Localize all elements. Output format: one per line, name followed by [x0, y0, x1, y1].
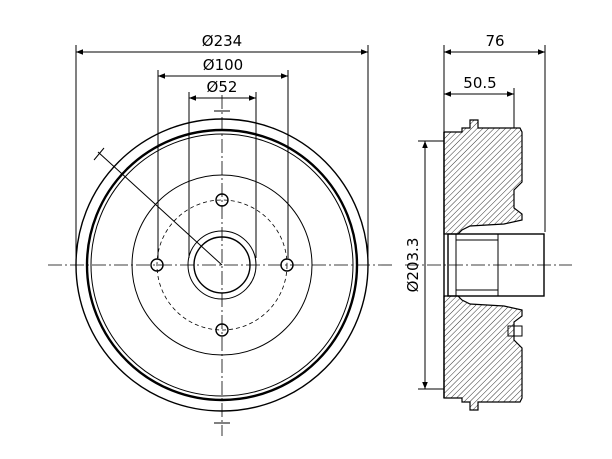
bolt-hole [280, 258, 294, 272]
dimension-overall-width: 76 [443, 32, 546, 232]
dimension-inner-diameter: Ø203.3 [404, 140, 444, 390]
bolt-circle-label: Ø100 [203, 56, 243, 74]
bolt-hole [150, 258, 164, 272]
drum-rim-inner-circle [90, 133, 354, 397]
hub-width-label: 50.5 [463, 74, 496, 92]
dimension-outer-diameter: Ø234 [75, 32, 369, 258]
drum-section-lower [443, 295, 523, 411]
drum-lug [507, 325, 523, 337]
hub-outer-circle [187, 230, 257, 300]
dimension-hub-width: 50.5 [444, 74, 515, 128]
drum-rim-circle [85, 128, 359, 402]
inner-diameter-label: Ø203.3 [404, 238, 422, 293]
bolt-pitch-circle [156, 199, 288, 331]
side-view: 76 50.5 Ø203.3 [404, 32, 572, 411]
center-bore-circle [193, 236, 251, 294]
drum-face-circle [131, 174, 313, 356]
front-diagonal-leader [97, 151, 223, 266]
drum-outer-circle [75, 118, 369, 412]
bolt-hole [215, 323, 229, 337]
drum-section-upper [443, 119, 523, 235]
bolt-holes [150, 193, 294, 337]
center-bore-label: Ø52 [207, 78, 238, 96]
overall-width-label: 76 [485, 32, 504, 50]
hub-boss [447, 233, 545, 297]
dimension-center-bore: Ø52 [188, 78, 257, 258]
front-view: Ø234 Ø100 Ø52 [48, 32, 395, 436]
outer-diameter-label: Ø234 [202, 32, 242, 50]
bolt-hole [215, 193, 229, 207]
dimension-bolt-circle: Ø100 [157, 56, 289, 258]
front-diagonal-leader-tick [93, 147, 105, 161]
